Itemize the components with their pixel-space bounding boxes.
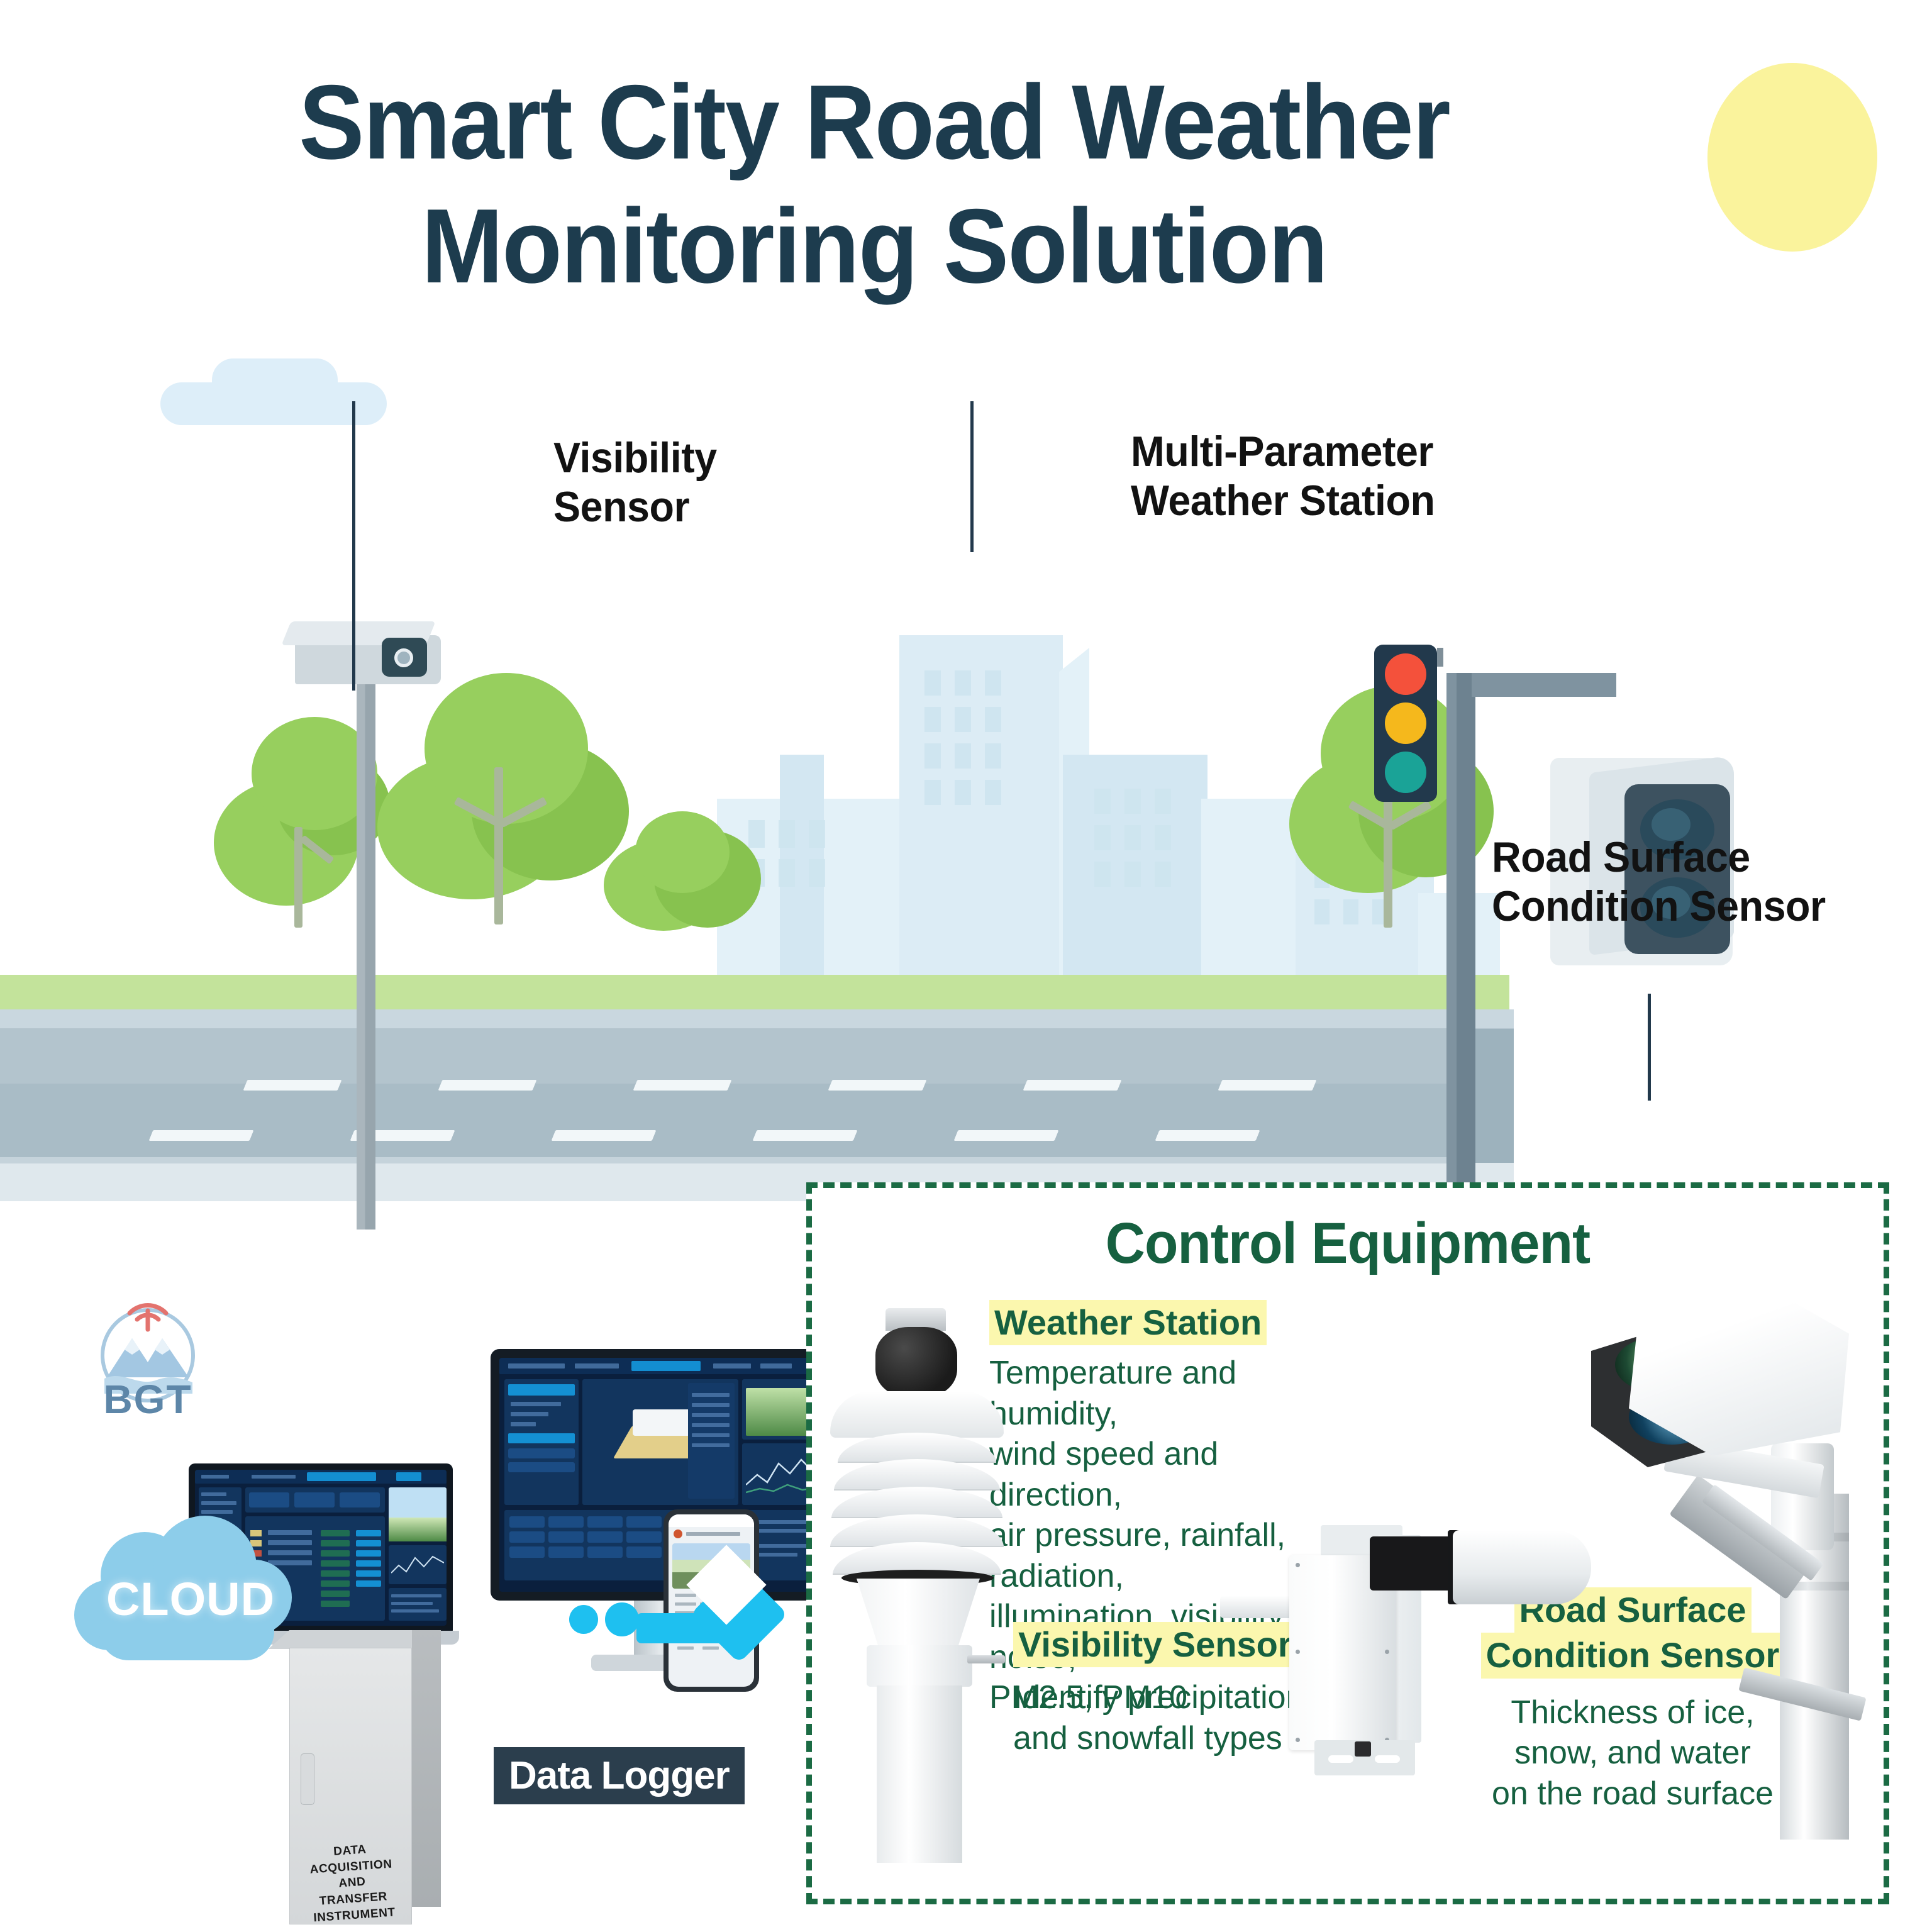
label-road-surface-line2: Condition Sensor — [1492, 882, 1826, 930]
road-surface-sensor-text-block: Road Surface Condition Sensor Thickness … — [1469, 1587, 1796, 1814]
leader-line-visibility — [352, 401, 355, 691]
laptop-screen — [195, 1470, 447, 1626]
road-surface-line-1: Thickness of ice, — [1511, 1694, 1755, 1731]
road-surface-heading-line2: Condition Sensor — [1480, 1633, 1785, 1679]
label-visibility-sensor: Visibility Sensor — [553, 434, 717, 531]
label-weather-station: Multi-Parameter Weather Station — [1131, 428, 1435, 525]
data-logger-badge: Data Logger — [494, 1747, 745, 1804]
traffic-light-green — [1385, 752, 1426, 793]
arrow-dot-medium — [605, 1602, 639, 1636]
cabinet-text-line1: DATA ACQUISITION AND — [309, 1843, 393, 1890]
weather-station-pole — [877, 1685, 962, 1863]
label-road-surface-line1: Road Surface — [1492, 833, 1750, 881]
visibility-sensor-optical-head — [1453, 1530, 1591, 1604]
traffic-light-arm — [1437, 648, 1443, 667]
leader-line-weather-station — [970, 401, 974, 552]
leader-line-road-surface — [1648, 994, 1651, 1101]
label-weather-station-line1: Multi-Parameter — [1131, 428, 1434, 475]
traffic-light-red — [1385, 653, 1426, 695]
road — [0, 1009, 1509, 1201]
weather-station-line-3: air pressure, rainfall, radiation, — [989, 1517, 1286, 1594]
weather-station-line-2: wind speed and direction, — [989, 1436, 1219, 1513]
bgt-logo-icon — [101, 1303, 195, 1402]
weather-station-collar — [867, 1645, 972, 1687]
visibility-sensor-pole — [357, 645, 375, 1230]
control-equipment-title: Control Equipment — [1105, 1211, 1591, 1275]
weather-station-line-1: Temperature and humidity, — [989, 1355, 1237, 1432]
cloud-label: CLOUD — [106, 1573, 275, 1625]
visibility-sensor-heading: Visibility Sensor — [1013, 1622, 1297, 1668]
weather-station-screw — [967, 1655, 1005, 1663]
data-logger-cabinet: DATA ACQUISITION AND TRANSFER INSTRUMENT — [268, 1630, 447, 1927]
visibility-sensor-bottom-bracket — [1314, 1740, 1415, 1775]
city-street-illustration — [0, 296, 1932, 1377]
noise-sensor-foam-icon — [875, 1327, 957, 1397]
sun-icon — [1707, 63, 1877, 252]
visibility-sensor-camera-icon — [281, 610, 443, 686]
tree-bush — [604, 811, 767, 931]
cabinet-handle — [301, 1753, 314, 1805]
cabinet-text: DATA ACQUISITION AND TRANSFER INSTRUMENT — [296, 1839, 409, 1927]
road-surface-line-3: on the road surface — [1491, 1775, 1774, 1812]
gantry-arm — [1472, 673, 1616, 697]
arrow-dot-small — [569, 1605, 598, 1634]
label-visibility-sensor-line1: Visibility — [553, 434, 717, 482]
road-end-cap — [1468, 1009, 1514, 1201]
data-logger-badge-label: Data Logger — [509, 1754, 730, 1797]
radiation-shield-cap — [830, 1391, 1004, 1438]
label-road-surface-sensor: Road Surface Condition Sensor — [1492, 833, 1826, 931]
visibility-sensor-device-photo — [1220, 1519, 1623, 1783]
label-visibility-sensor-line2: Sensor — [553, 482, 690, 531]
weather-station-device-photo — [830, 1308, 1006, 1863]
traffic-light-icon — [1374, 645, 1437, 802]
weather-station-heading: Weather Station — [989, 1300, 1267, 1346]
traffic-light-amber — [1385, 702, 1426, 744]
page-title: Smart City Road Weather Monitoring Solut… — [61, 60, 1687, 308]
road-surface-sensor-scene-icon — [1550, 755, 1752, 984]
label-weather-station-line2: Weather Station — [1131, 476, 1435, 525]
visibility-sensor-line-2: and snowfall types — [1013, 1719, 1282, 1757]
weather-station-line-5: PM2.5, PM10 — [989, 1679, 1188, 1716]
cloud-decoration-icon — [160, 358, 387, 425]
tree — [377, 673, 641, 924]
road-surface-line-2: snow, and water — [1514, 1735, 1751, 1772]
weather-station-body — [857, 1579, 980, 1648]
page-title-line2: Monitoring Solution — [421, 186, 1328, 305]
cloud-icon — [74, 1516, 292, 1660]
bgt-logo-label: BGT — [103, 1377, 192, 1422]
page-title-line1: Smart City Road Weather — [299, 63, 1451, 181]
road-surface-sensor-device-photo — [1591, 1286, 1912, 1840]
visibility-sensor-line-1: Identify precipitation — [1013, 1679, 1304, 1716]
visibility-sensor-text-block: Visibility Sensor Identify precipitation… — [1013, 1622, 1340, 1758]
